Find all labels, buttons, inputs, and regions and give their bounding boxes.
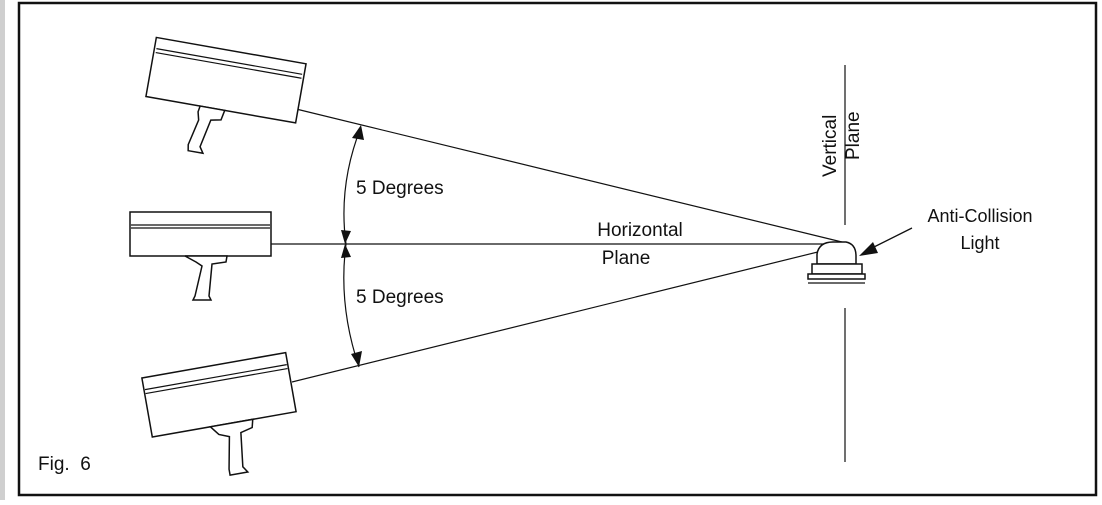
anti-collision-label-line1: Anti-Collision: [927, 206, 1032, 226]
page-gutter: [0, 0, 5, 500]
light-leader-arrow: [859, 227, 913, 256]
upper-radar-gun: [145, 36, 307, 155]
horizontal-plane-label-line1: Horizontal: [597, 220, 683, 241]
upper-angle-arc: [341, 125, 364, 245]
figure-label: Fig. 6: [38, 454, 91, 475]
lower-radar-gun: [141, 351, 297, 476]
horizontal-plane-label-line2: Plane: [602, 248, 651, 269]
upper-angle-label: 5 Degrees: [356, 178, 444, 199]
lower-angle-arc: [341, 243, 362, 368]
figure-frame: [17, 1, 1098, 497]
anti-collision-label-line2: Light: [960, 233, 999, 253]
lower-sight-line: [291, 244, 847, 383]
lower-angle-label: 5 Degrees: [356, 287, 444, 308]
vertical-plane-label-line2: Plane: [843, 111, 864, 160]
middle-radar-gun: [129, 211, 272, 301]
anti-collision-light: [807, 241, 866, 284]
vertical-plane-label-line1: Vertical: [820, 115, 841, 177]
upper-sight-line: [291, 107, 847, 244]
sight-lines: [270, 107, 847, 383]
